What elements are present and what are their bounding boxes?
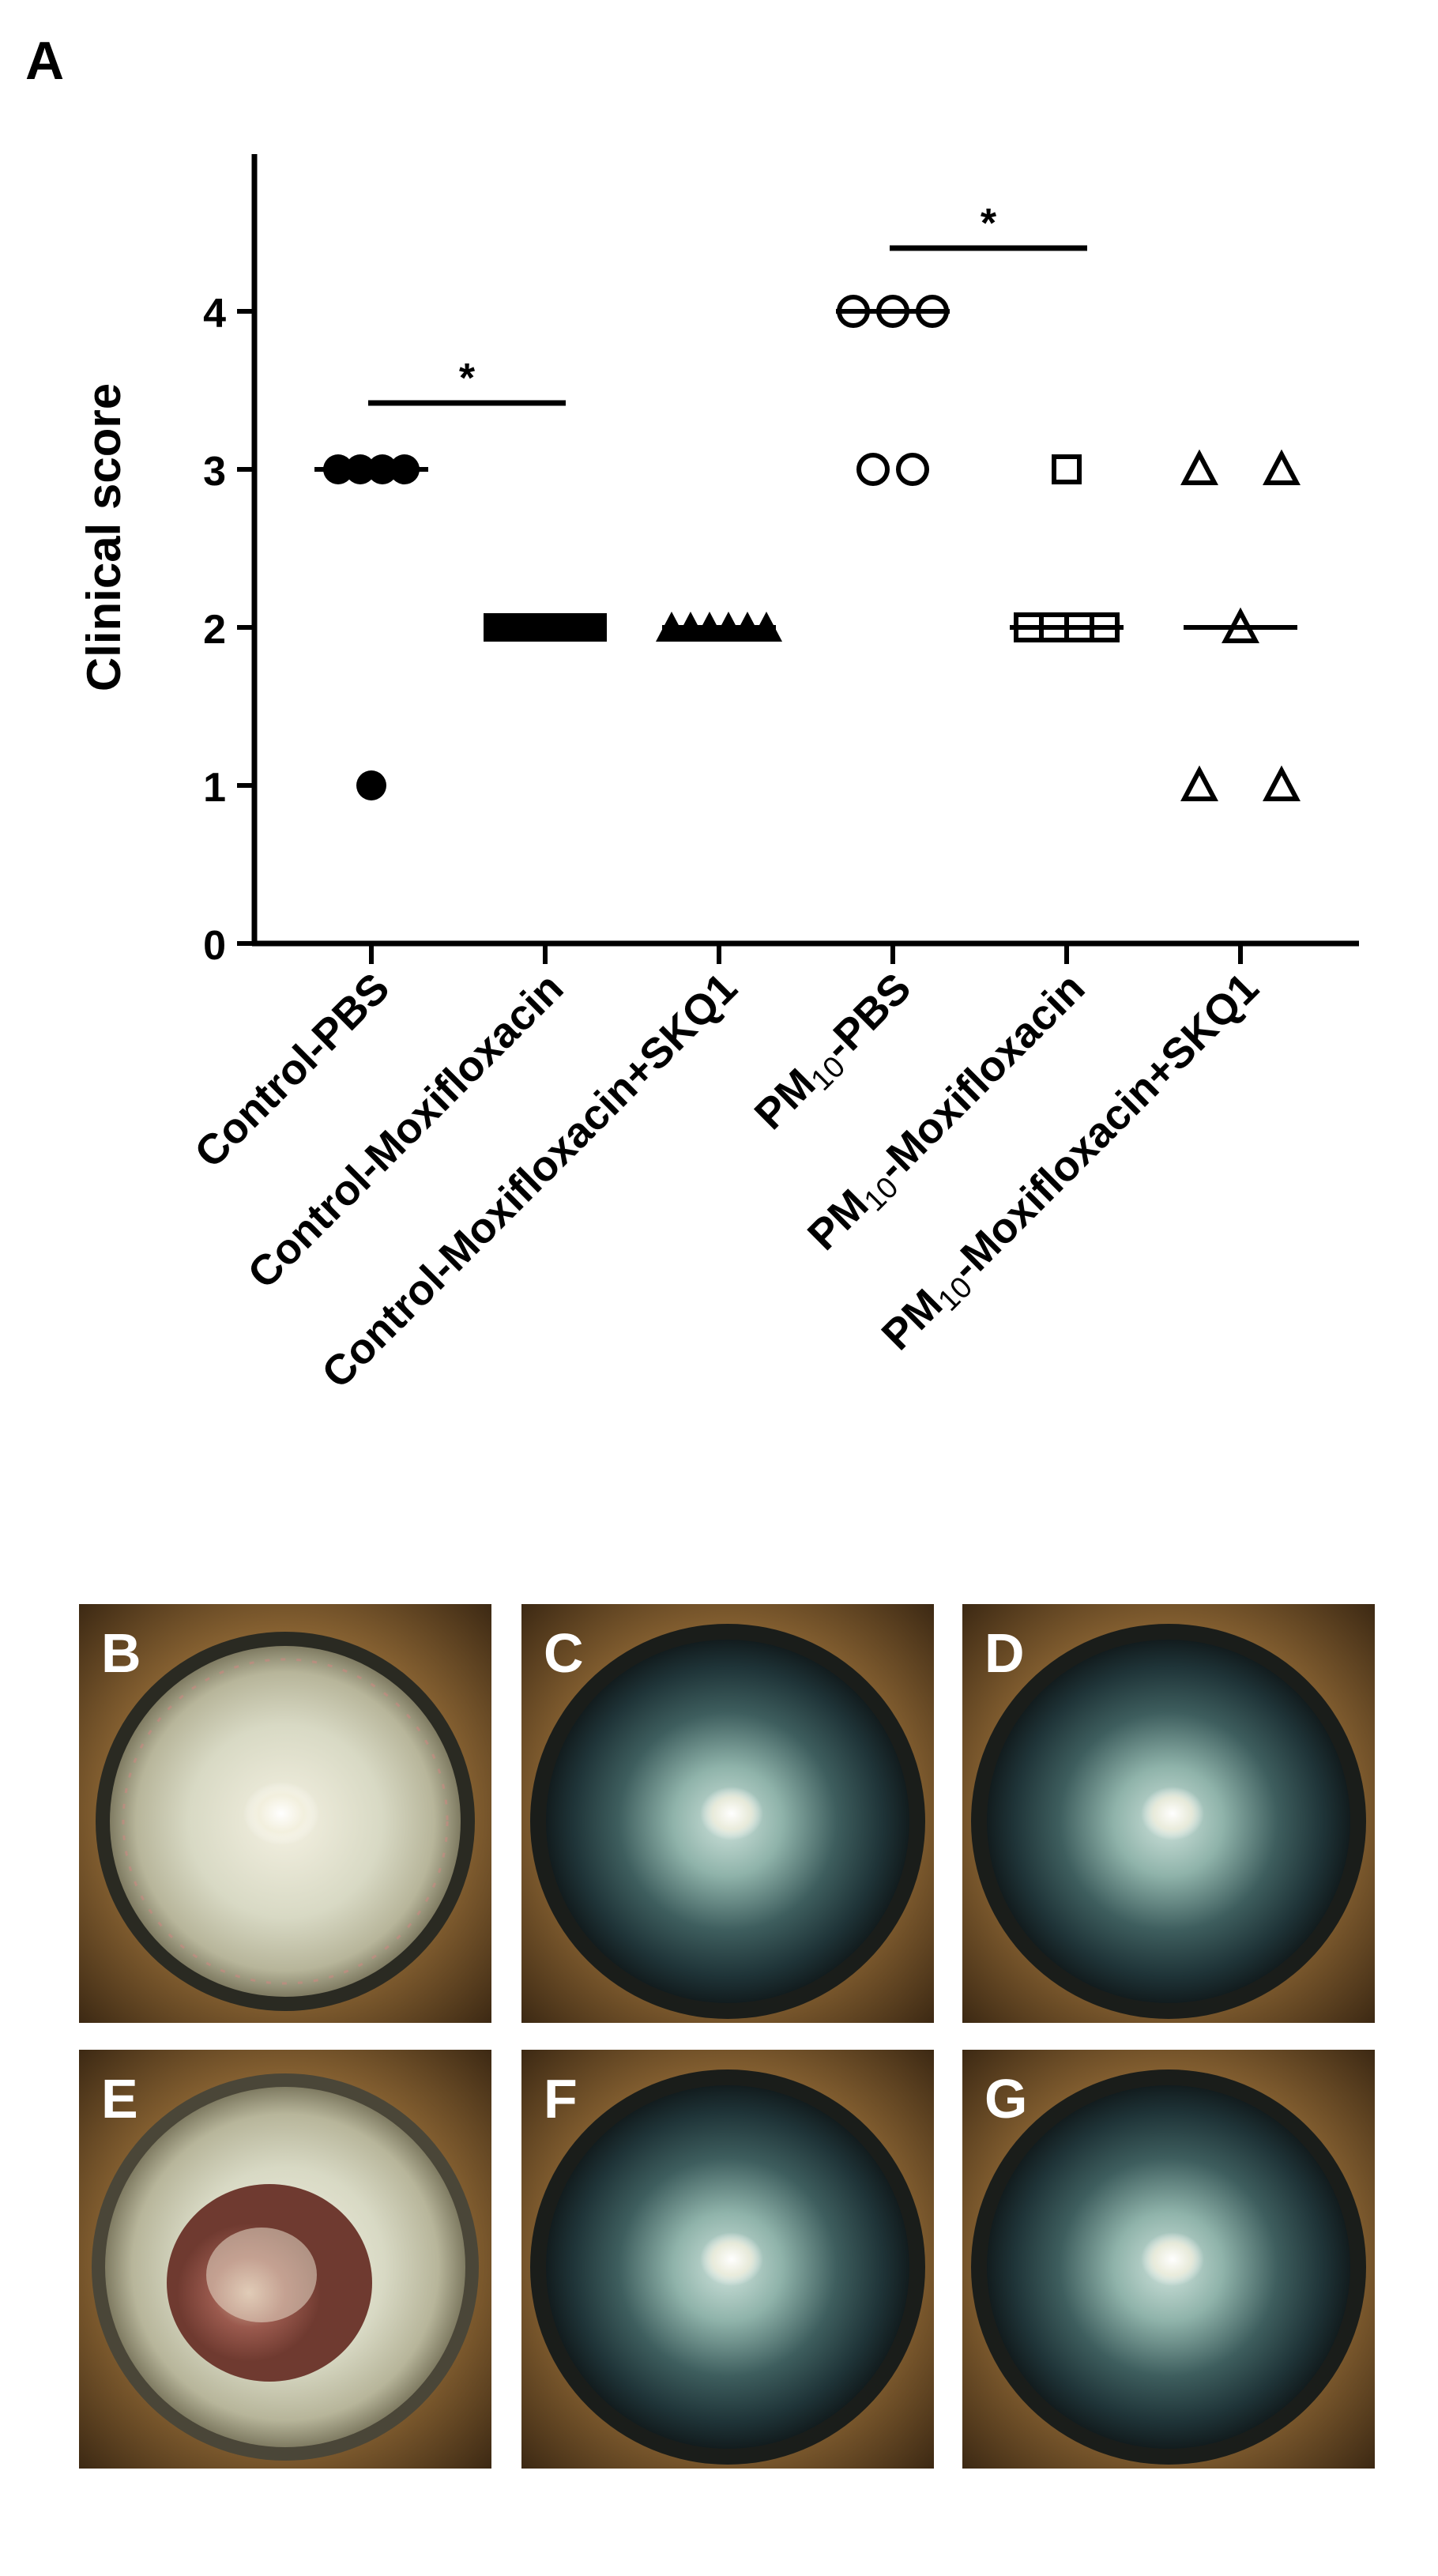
x-tick-label-part: Control-Moxifloxacin [239, 964, 572, 1297]
chart-marks [314, 295, 1301, 801]
eye-photo-e: E [79, 2050, 491, 2469]
y-tick-label-1: 1 [203, 765, 226, 811]
eye-photo-d: D [962, 1604, 1375, 2023]
data-point-4-3-0 [1052, 454, 1082, 484]
photo-label-c: C [544, 1622, 584, 1684]
y-tick-label-3: 3 [203, 449, 226, 495]
data-point-3-3-1 [896, 453, 929, 486]
eye-photo-b: B [79, 1604, 491, 2023]
x-tick-label-1: Control-Moxifloxacin [239, 964, 572, 1297]
eye-photo-c: C [521, 1604, 934, 2023]
x-tick-labels: Control-PBSControl-MoxifloxacinControl-M… [186, 964, 1272, 1397]
eye-photo-graphic [79, 2050, 491, 2469]
panel-label-a: A [25, 31, 65, 91]
y-tick-label-2: 2 [203, 607, 226, 653]
photo-label-b: B [101, 1622, 141, 1684]
photo-label-d: D [984, 1622, 1025, 1684]
significance-star-1: * [981, 201, 997, 247]
significance-annotations: ** [368, 201, 1087, 406]
y-axis-label: Clinical score [77, 383, 130, 691]
eye-photo-g: G [962, 2050, 1375, 2469]
y-tick-label-0: 0 [203, 923, 226, 969]
data-point-5-3-1 [1263, 449, 1301, 485]
data-point-5-1-1 [1263, 765, 1301, 801]
x-tick-label-5: PM10-Moxifloxacin+SKQ1 [873, 964, 1272, 1363]
x-tick-label-part: -Moxifloxacin+SKQ1 [942, 964, 1268, 1290]
photo-label-f: F [544, 2068, 578, 2130]
eye-photo-graphic [521, 1604, 934, 2023]
eye-photo-graphic [962, 1604, 1375, 2023]
eye-photo-graphic [521, 2050, 934, 2469]
eye-photo-graphic [79, 1604, 491, 2023]
photo-label-e: E [101, 2068, 138, 2130]
y-tick-label-4: 4 [203, 291, 226, 337]
eye-photo-f: F [521, 2050, 934, 2469]
data-point-5-1-0 [1180, 765, 1218, 801]
data-point-0-1-0 [356, 770, 386, 800]
significance-star-0: * [459, 356, 476, 401]
data-point-3-3-0 [856, 453, 890, 486]
photo-label-g: G [984, 2068, 1028, 2130]
x-tick-label-3: PM10-PBS [746, 964, 924, 1143]
data-point-5-3-0 [1180, 449, 1218, 485]
chart-axes: 0 1 2 3 4 [203, 154, 1359, 969]
eye-photo-graphic [962, 2050, 1375, 2469]
